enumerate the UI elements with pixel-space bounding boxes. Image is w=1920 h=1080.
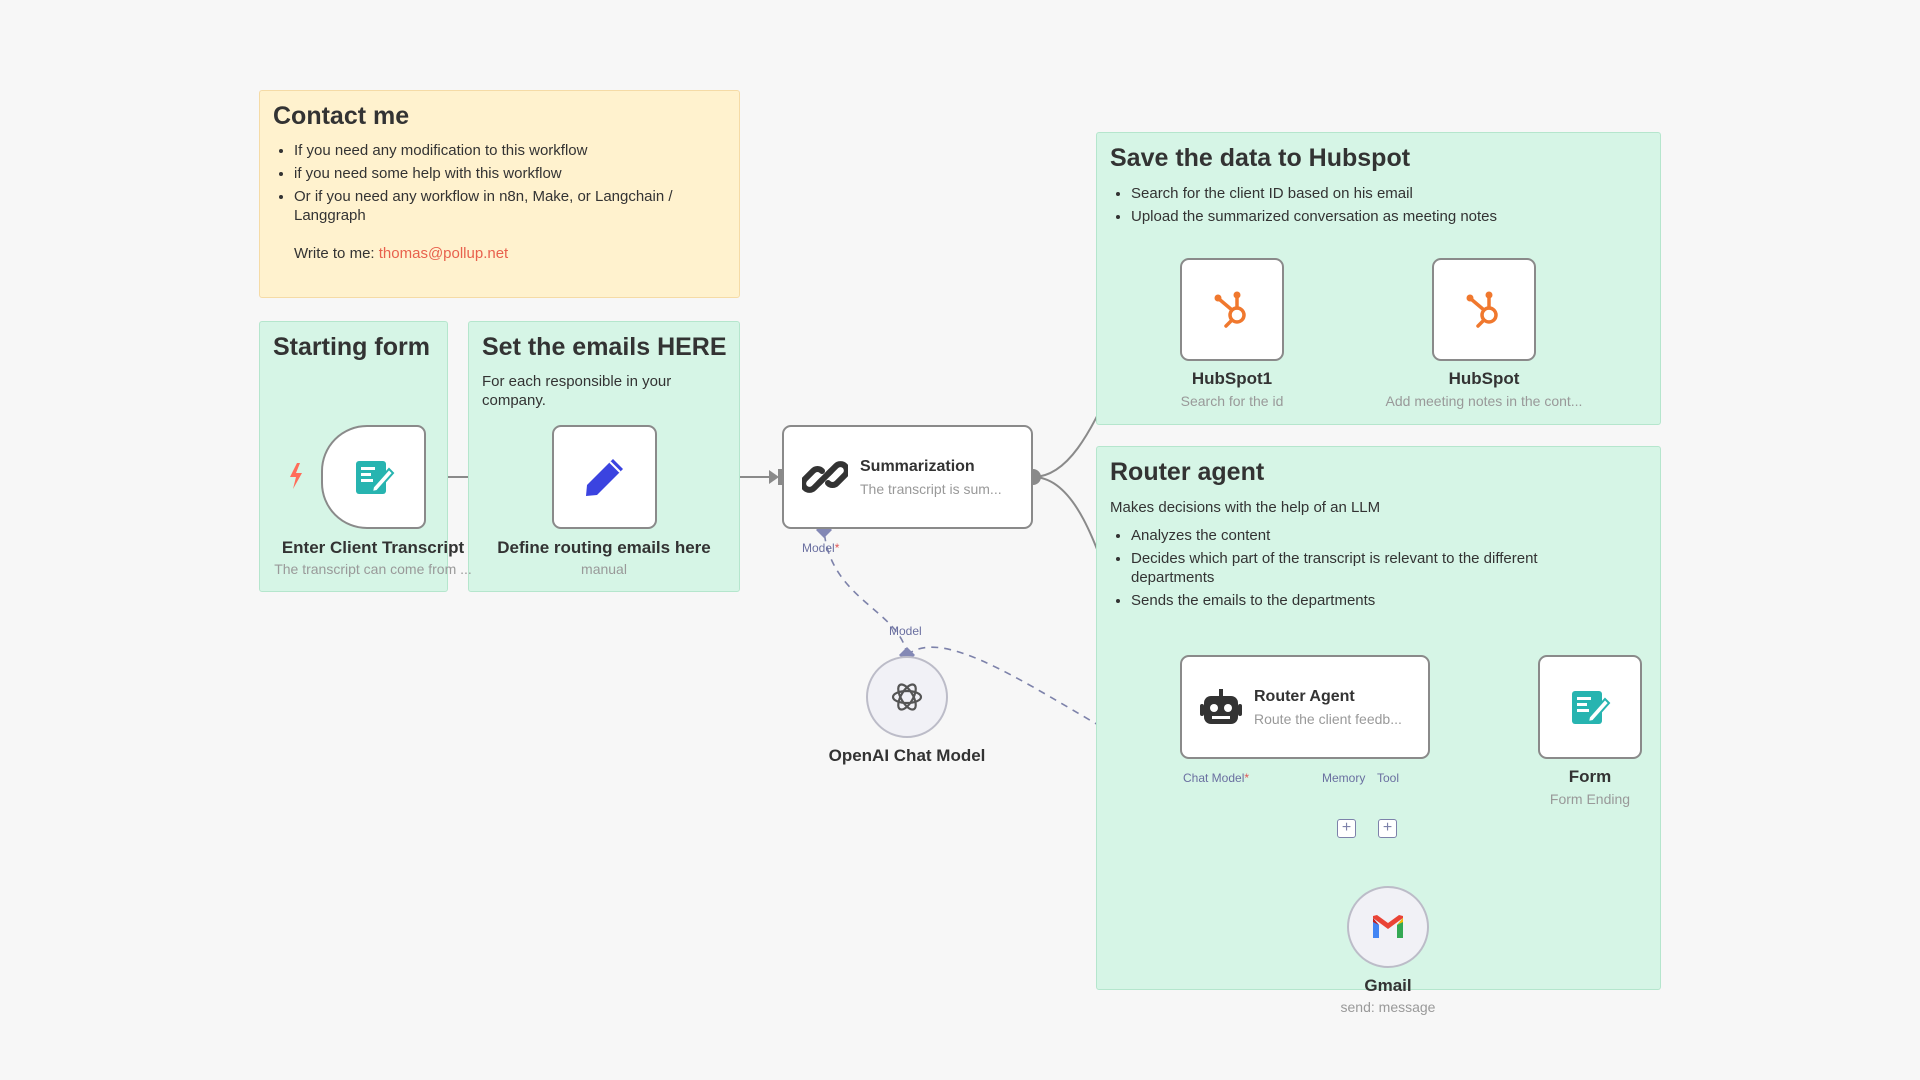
node-title: Summarization xyxy=(860,457,975,475)
sticky-title: Contact me xyxy=(273,102,410,130)
sticky-title: Starting form xyxy=(273,333,430,361)
node-enter-client-transcript[interactable] xyxy=(321,425,426,529)
node-title: Router Agent xyxy=(1254,687,1355,705)
contact-bullet-list: If you need any modification to this wor… xyxy=(274,141,734,229)
hubspot-icon xyxy=(1211,289,1253,331)
sticky-title: Set the emails HERE xyxy=(482,333,727,361)
bullet-item: If you need any modification to this wor… xyxy=(294,141,734,160)
node-subtitle: The transcript is sum... xyxy=(860,480,1002,497)
gmail-icon xyxy=(1371,914,1405,940)
sticky-text: Makes decisions with the help of an LLM xyxy=(1110,499,1381,516)
node-define-routing-emails[interactable] xyxy=(552,425,657,529)
contact-email-link[interactable]: thomas@pollup.net xyxy=(378,245,509,262)
node-text: Summarization The transcript is sum... xyxy=(860,458,1002,497)
bullet-item: Decides which part of the transcript is … xyxy=(1131,549,1601,587)
form-icon xyxy=(1569,687,1611,727)
sticky-title: Save the data to Hubspot xyxy=(1110,144,1411,172)
sticky-text: For each responsible in your company. xyxy=(482,373,672,409)
form-icon xyxy=(353,457,395,497)
node-router-agent[interactable]: Router Agent Route the client feedb... xyxy=(1180,655,1430,759)
hubspot-bullet-list: Search for the client ID based on his em… xyxy=(1111,184,1651,230)
port-label-chat-model: Chat Model* xyxy=(1183,771,1250,785)
chain-link-icon xyxy=(802,454,848,500)
node-hubspot1[interactable] xyxy=(1180,258,1284,361)
port-label-model: Model xyxy=(889,624,922,638)
node-title: Form xyxy=(1568,767,1612,786)
add-tool-button[interactable]: + xyxy=(1378,819,1397,838)
port-label-tool: Tool xyxy=(1377,771,1400,785)
write-label: Write to me: xyxy=(294,245,375,262)
node-gmail[interactable] xyxy=(1347,886,1429,968)
contact-write-line: Write to me: thomas@pollup.net xyxy=(294,244,508,263)
bullet-item: Search for the client ID based on his em… xyxy=(1131,184,1651,203)
node-subtitle: Add meeting notes in the cont... xyxy=(1385,393,1583,409)
hubspot-icon xyxy=(1463,289,1505,331)
node-title: Enter Client Transcript xyxy=(281,538,465,557)
node-hubspot[interactable] xyxy=(1432,258,1536,361)
arrow-head xyxy=(769,470,779,484)
node-openai-chat-model[interactable] xyxy=(866,656,948,738)
port-label-memory: Memory xyxy=(1322,771,1366,785)
add-memory-button[interactable]: + xyxy=(1337,819,1356,838)
node-title: HubSpot1 xyxy=(1191,369,1273,388)
node-title: Define routing emails here xyxy=(497,538,711,557)
bullet-item: Analyzes the content xyxy=(1131,526,1601,545)
node-subtitle: Route the client feedb... xyxy=(1254,710,1402,727)
openai-icon xyxy=(890,680,924,714)
node-form-ending[interactable] xyxy=(1538,655,1642,759)
bullet-item: Sends the emails to the departments xyxy=(1131,591,1601,610)
node-subtitle: Form Ending xyxy=(1549,791,1631,807)
node-text: Router Agent Route the client feedb... xyxy=(1254,688,1402,727)
node-subtitle: The transcript can come from ... xyxy=(274,561,472,577)
node-subtitle: Search for the id xyxy=(1180,393,1284,409)
node-title: HubSpot xyxy=(1448,369,1520,388)
node-subtitle: send: message xyxy=(1340,999,1436,1015)
pencil-icon xyxy=(583,455,627,499)
bullet-item: Or if you need any workflow in n8n, Make… xyxy=(294,187,734,225)
node-subtitle: manual xyxy=(581,561,627,577)
sticky-note-contact[interactable]: Contact me If you need any modification … xyxy=(259,90,740,298)
node-title: Gmail xyxy=(1364,976,1412,995)
trigger-bolt-icon xyxy=(288,463,304,494)
bullet-item: if you need some help with this workflow xyxy=(294,164,734,183)
port-label-model: Model* xyxy=(802,541,840,555)
router-bullet-list: Analyzes the content Decides which part … xyxy=(1111,526,1601,614)
sticky-title: Router agent xyxy=(1110,458,1265,486)
node-title: OpenAI Chat Model xyxy=(828,746,986,765)
bullet-item: Upload the summarized conversation as me… xyxy=(1131,207,1651,226)
node-summarization[interactable]: Summarization The transcript is sum... xyxy=(782,425,1033,529)
robot-icon xyxy=(1200,688,1242,726)
